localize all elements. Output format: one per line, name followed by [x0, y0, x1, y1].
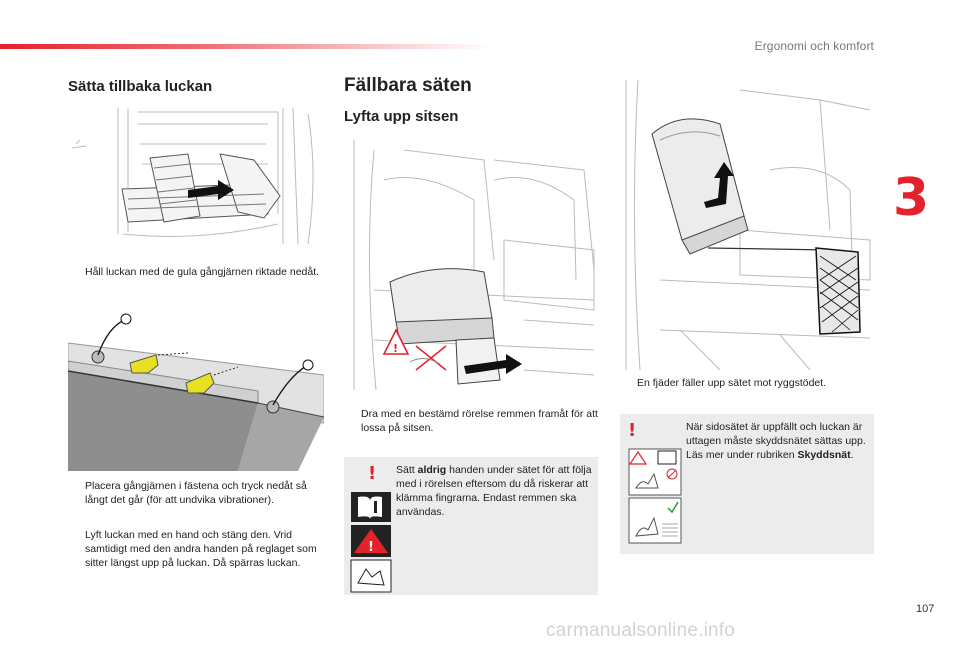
warning-box-pinch: ! ! Sätt aldrig handen under sätet för a… [344, 457, 598, 595]
subheading-lift-seat: Lyfta upp sitsen [344, 108, 459, 125]
page-number: 107 [916, 603, 935, 615]
step-text: Håll luckan med de gula gångjärnen rikta… [85, 266, 320, 278]
warning-emphasis: aldrig [417, 464, 447, 476]
warning-box-net: ! När sidosätet är uppfällt och luckan ä… [620, 414, 874, 554]
heading-folding-seats: Fällbara säten [344, 75, 472, 96]
step-text: Placera gångjärnen i fästena och tryck n… [85, 480, 307, 506]
watermark: carmanualsonline.info [546, 620, 736, 641]
step-text: En fjäder fäller upp sätet mot ryggstöde… [637, 377, 827, 389]
illustration-seat-folded [620, 80, 874, 370]
step-hold-hatch: Håll luckan med de gula gångjärnen rikta… [68, 265, 328, 279]
svg-text:!: ! [368, 540, 374, 555]
step-spring-folds: En fjäder fäller upp sätet mot ryggstöde… [620, 376, 876, 390]
warning-net-text: När sidosätet är uppfällt och luckan är … [686, 421, 866, 461]
net-warning-icon [628, 448, 682, 544]
warning-emphasis: Skyddsnät [797, 449, 851, 461]
illustration-hinges [68, 303, 324, 471]
warning-exclamation-icon: ! [368, 463, 377, 484]
illustration-hatch-refit [68, 104, 326, 254]
step-text: Lyft luckan med en hand och stäng den. V… [85, 529, 317, 569]
chapter-number: 3 [893, 168, 930, 228]
illustration-lift-seat: ! [344, 140, 598, 390]
section-title: Ergonomi och komfort [754, 39, 874, 53]
manual-warning-icon: ! [350, 491, 392, 593]
heading-replace-hatch: Sätta tillbaka luckan [68, 78, 213, 95]
step-close-hatch: Lyft luckan med en hand och stäng den. V… [68, 528, 330, 570]
svg-text:!: ! [393, 342, 398, 355]
step-text: Dra med en bestämd rörelse remmen framåt… [361, 408, 598, 434]
header-accent-bar [0, 44, 490, 49]
step-place-hinges: Placera gångjärnen i fästena och tryck n… [68, 479, 330, 507]
warning-exclamation-icon: ! [628, 420, 637, 441]
warning-pinch-text: Sätt aldrig handen under sätet för att f… [396, 464, 592, 518]
step-pull-strap: Dra med en bestämd rörelse remmen framåt… [344, 407, 598, 435]
